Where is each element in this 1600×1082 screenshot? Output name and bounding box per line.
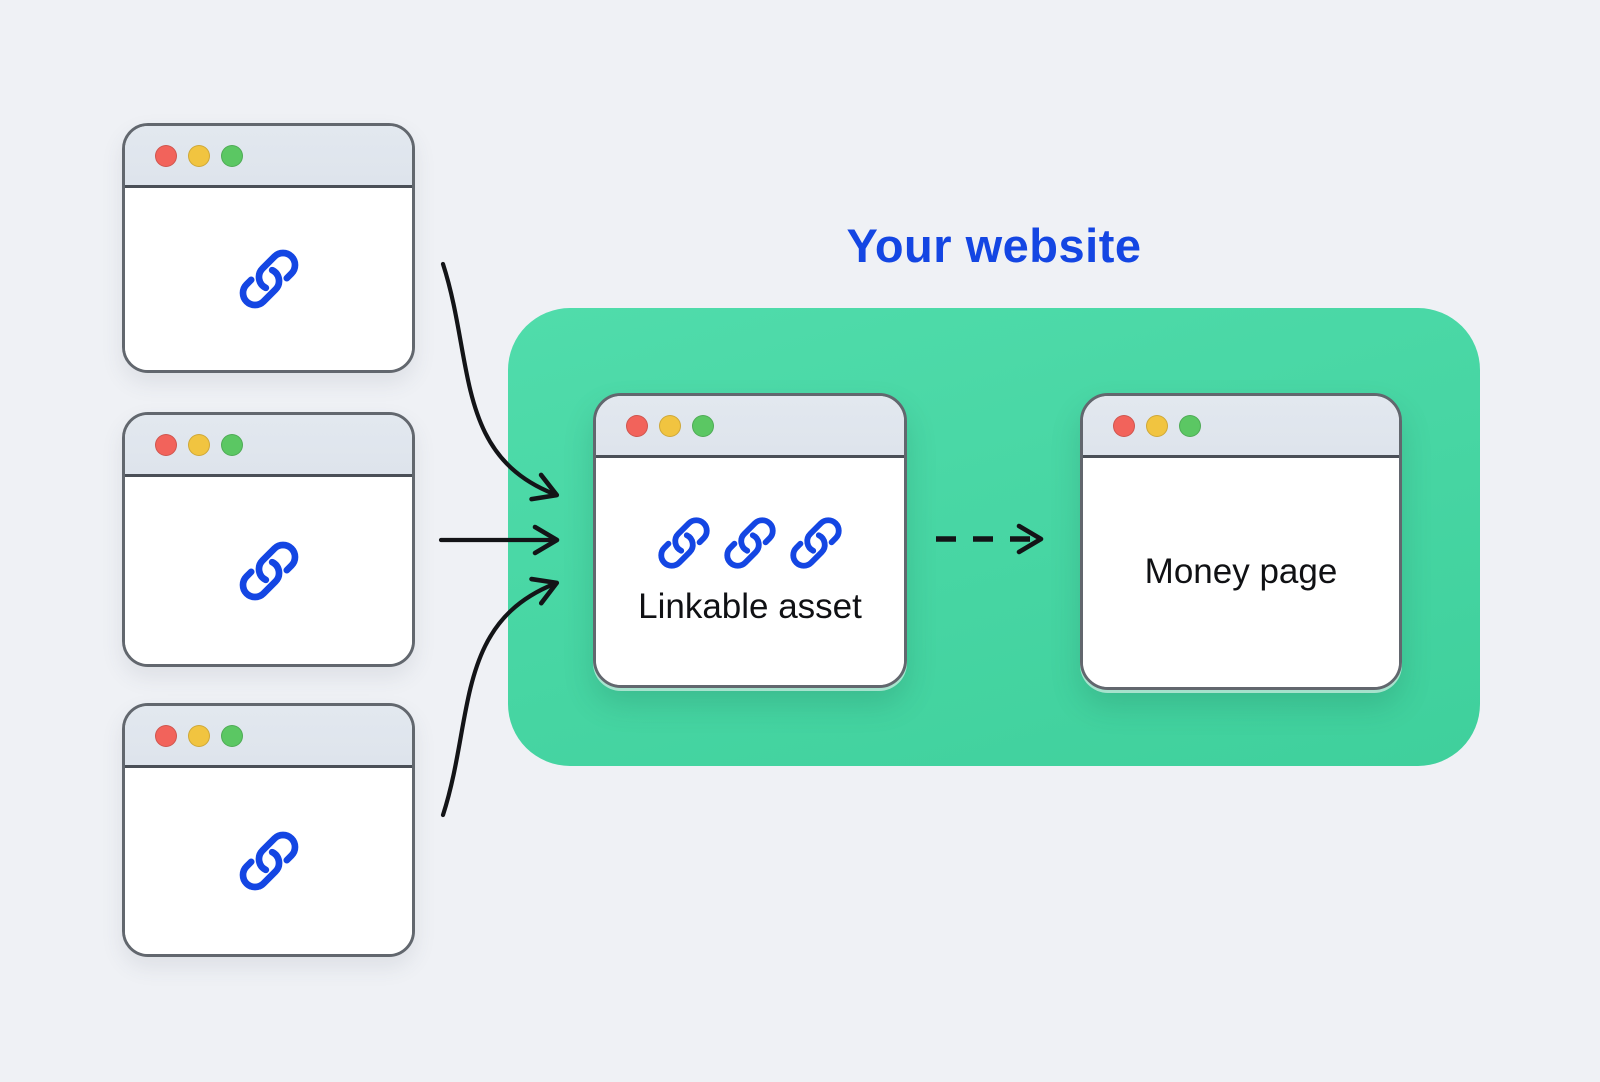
maximize-dot-icon xyxy=(221,144,243,167)
link-icon xyxy=(237,829,301,893)
close-dot-icon xyxy=(155,724,177,747)
your-website-title: Your website xyxy=(846,219,1142,272)
source-window-3 xyxy=(122,703,415,957)
source-window-2 xyxy=(122,412,415,667)
link-icon xyxy=(237,539,301,603)
linkable-asset-window: Linkable asset xyxy=(593,393,907,688)
minimize-dot-icon xyxy=(188,433,210,456)
link-icon xyxy=(722,515,778,571)
maximize-dot-icon xyxy=(1179,414,1201,437)
link-icon xyxy=(656,515,712,571)
minimize-dot-icon xyxy=(1146,414,1168,437)
source-window-1 xyxy=(122,123,415,373)
window-body: Linkable asset xyxy=(596,458,904,685)
close-dot-icon xyxy=(155,144,177,167)
maximize-dot-icon xyxy=(221,724,243,747)
window-titlebar xyxy=(125,415,412,477)
minimize-dot-icon xyxy=(188,144,210,167)
window-body xyxy=(125,188,412,370)
window-body: Money page xyxy=(1083,458,1399,687)
window-titlebar xyxy=(125,706,412,768)
minimize-dot-icon xyxy=(188,724,210,747)
link-icon-row xyxy=(656,515,844,571)
close-dot-icon xyxy=(1113,414,1135,437)
close-dot-icon xyxy=(626,414,648,437)
close-dot-icon xyxy=(155,433,177,456)
link-icon xyxy=(788,515,844,571)
window-titlebar xyxy=(596,396,904,458)
link-icon xyxy=(237,247,301,311)
window-titlebar xyxy=(125,126,412,188)
window-body xyxy=(125,768,412,954)
window-titlebar xyxy=(1083,396,1399,458)
minimize-dot-icon xyxy=(659,414,681,437)
money-page-label: Money page xyxy=(1144,552,1338,592)
money-page-window: Money page xyxy=(1080,393,1402,690)
window-body xyxy=(125,477,412,664)
linkable-asset-label: Linkable asset xyxy=(638,587,862,627)
maximize-dot-icon xyxy=(221,433,243,456)
maximize-dot-icon xyxy=(692,414,714,437)
